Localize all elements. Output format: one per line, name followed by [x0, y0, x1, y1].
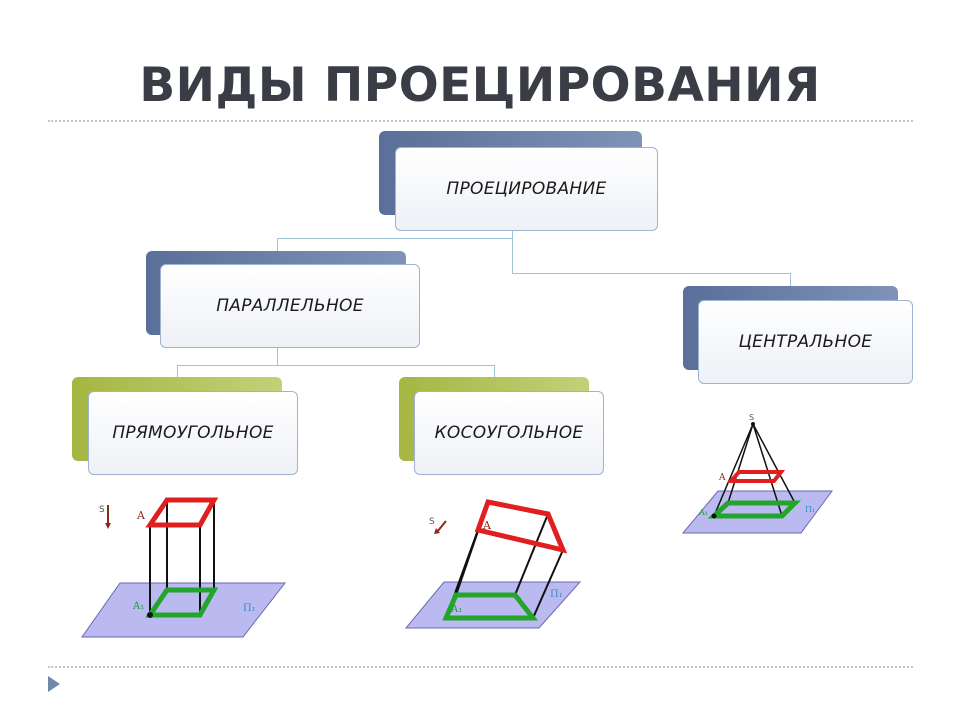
- oblique-projection: [442, 592, 539, 621]
- orthogonal-plane-label: П₁: [243, 603, 256, 614]
- connector-parallel-down: [277, 347, 278, 366]
- central-top: [726, 470, 786, 483]
- oblique-top: [474, 499, 568, 554]
- connector-parallel-children-h: [177, 365, 495, 366]
- next-slide-arrow-icon[interactable]: [48, 676, 60, 692]
- node-parallel-label: ПАРАЛЛЕЛЬНОЕ: [216, 296, 364, 316]
- orthogonal-figure: S A A₁ П₁: [81, 497, 287, 638]
- page-title: ВИДЫ ПРОЕЦИРОВАНИЯ: [139, 58, 821, 113]
- node-parallel: ПАРАЛЛЕЛЬНОЕ: [146, 251, 420, 348]
- oblique-figure: S A A₁ П₁: [404, 499, 582, 629]
- connector-orthogonal-v: [177, 365, 178, 378]
- connector-central-v: [790, 273, 791, 287]
- node-central: ЦЕНТРАЛЬНОЕ: [683, 286, 913, 384]
- node-central-label: ЦЕНТРАЛЬНОЕ: [738, 332, 873, 352]
- node-oblique: КОСОУГОЛЬНОЕ: [399, 377, 604, 475]
- orthogonal-projection: [145, 587, 219, 618]
- top-divider: [48, 120, 913, 122]
- connector-oblique-v: [494, 365, 495, 378]
- central-s-label: S: [749, 413, 754, 422]
- oblique-a1-label: A₁: [450, 604, 462, 615]
- orthogonal-a1-label: A₁: [132, 601, 144, 612]
- orthogonal-top: [145, 497, 219, 528]
- node-oblique-label: КОСОУГОЛЬНОЕ: [434, 423, 584, 443]
- oblique-s-label: S: [429, 517, 435, 527]
- bottom-divider: [48, 666, 913, 668]
- node-orthogonal-label: ПРЯМОУГОЛЬНОЕ: [112, 423, 274, 443]
- node-projection: ПРОЕЦИРОВАНИЕ: [379, 131, 658, 231]
- orthogonal-a-label: A: [136, 509, 146, 522]
- node-projection-label: ПРОЕЦИРОВАНИЕ: [446, 179, 607, 199]
- connector-parallel-v: [277, 238, 278, 252]
- oblique-plane-label: П₁: [550, 589, 563, 600]
- central-figure: S A A₁ П₁: [681, 413, 833, 534]
- central-plane-label: П₁: [805, 505, 815, 514]
- connector-root-parallel-h: [277, 238, 513, 239]
- node-orthogonal: ПРЯМОУГОЛЬНОЕ: [72, 377, 298, 475]
- connector-root-central-h: [512, 273, 790, 274]
- central-a-label: A: [718, 473, 726, 483]
- central-a1-label: A₁: [698, 508, 708, 517]
- orthogonal-s-label: S: [99, 505, 105, 515]
- oblique-a-label: A: [482, 519, 492, 532]
- connector-root-v: [512, 230, 513, 274]
- orthogonal-plane: [81, 582, 287, 638]
- central-projection: [707, 500, 802, 519]
